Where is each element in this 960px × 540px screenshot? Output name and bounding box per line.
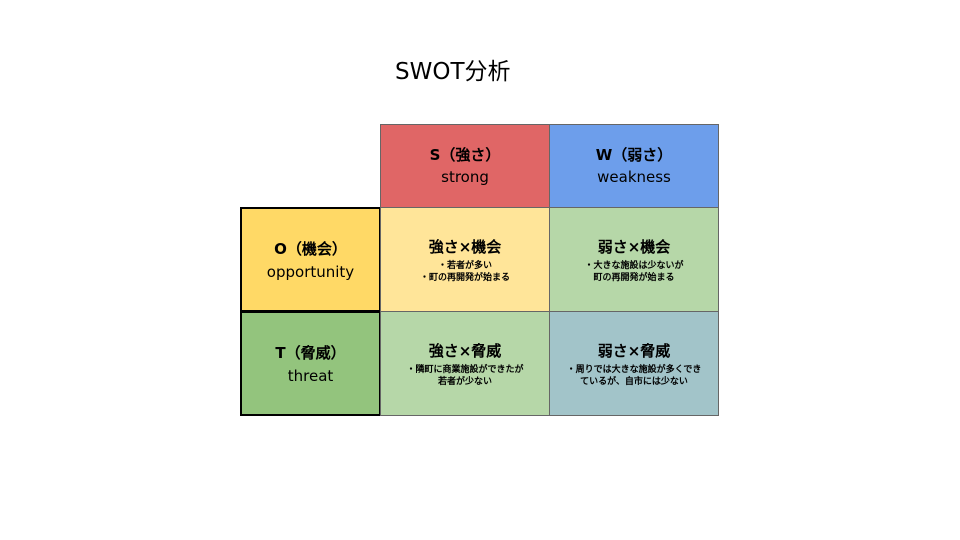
- strength-threat-line-2: 若者が少ない: [437, 376, 492, 387]
- weakness-label: W（弱さ）: [595, 146, 673, 164]
- weakness-opportunity-line-1: ・大きな施設は少ないが: [584, 260, 684, 271]
- strength-opportunity-line-1: ・若者が多い: [437, 260, 492, 271]
- weakness-opportunity-title: 弱さ×機会: [597, 237, 671, 256]
- strength-threat-line-1: ・隣町に商業施設ができたが: [406, 364, 524, 375]
- strength-opportunity-line-2: ・町の再開発が始まる: [419, 272, 510, 283]
- weakness-threat-line-2: ているが、自市には少ない: [580, 376, 688, 387]
- threat-label: T（脅威）: [275, 343, 346, 362]
- weakness-opportunity-line-2: 町の再開発が始まる: [593, 272, 675, 283]
- weakness-sub: weakness: [597, 168, 671, 186]
- opportunity-label: O（機会）: [274, 239, 347, 258]
- opportunity-header: O（機会） opportunity: [240, 207, 381, 312]
- strength-opportunity-title: 強さ×機会: [428, 237, 502, 256]
- strength-header: S（強さ） strong: [380, 124, 550, 208]
- slide-title: SWOT分析: [395, 59, 511, 85]
- weakness-threat-cell: 弱さ×脅威 ・周りでは大きな施設が多くでき ているが、自市には少ない: [549, 311, 719, 416]
- strength-threat-title: 強さ×脅威: [428, 341, 502, 360]
- strength-sub: strong: [441, 168, 489, 186]
- weakness-threat-line-1: ・周りでは大きな施設が多くでき: [566, 364, 702, 375]
- weakness-opportunity-cell: 弱さ×機会 ・大きな施設は少ないが 町の再開発が始まる: [549, 207, 719, 312]
- strength-opportunity-cell: 強さ×機会 ・若者が多い ・町の再開発が始まる: [380, 207, 550, 312]
- threat-header: T（脅威） threat: [240, 311, 381, 416]
- threat-sub: threat: [287, 366, 334, 385]
- weakness-threat-title: 弱さ×脅威: [597, 341, 671, 360]
- weakness-header: W（弱さ） weakness: [549, 124, 719, 208]
- strength-threat-cell: 強さ×脅威 ・隣町に商業施設ができたが 若者が少ない: [380, 311, 550, 416]
- opportunity-sub: opportunity: [266, 262, 355, 281]
- strength-label: S（強さ）: [429, 146, 501, 164]
